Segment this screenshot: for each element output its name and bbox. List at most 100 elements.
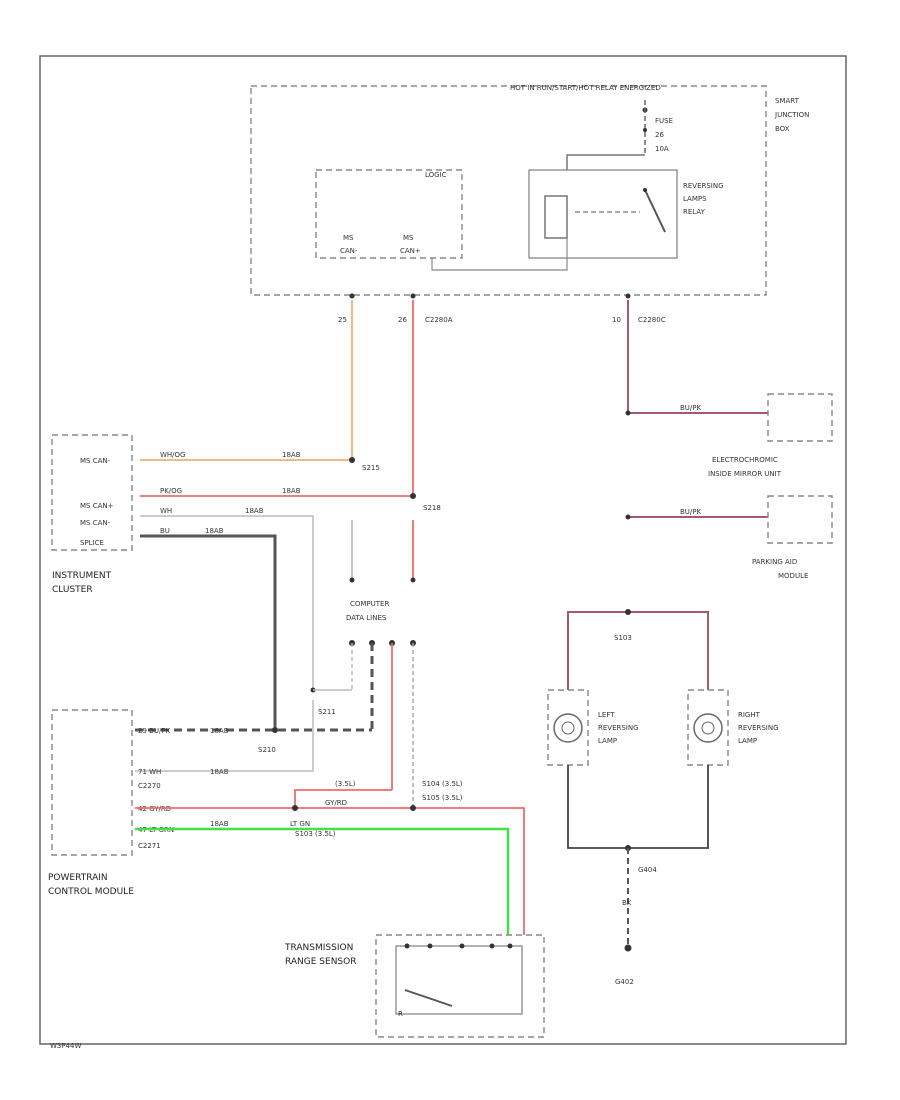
ground-dot bbox=[624, 944, 632, 952]
left-lamp-bulb bbox=[553, 713, 583, 743]
right-lamp-bulb bbox=[693, 713, 723, 743]
splice-note-1: (3.5L) bbox=[335, 780, 356, 788]
right-lamp-label-2: REVERSING bbox=[738, 724, 779, 732]
trs-r-label: R bbox=[398, 1010, 403, 1018]
wire-wh-og-label: WH/OG bbox=[160, 451, 185, 459]
trs-contact-2 bbox=[427, 943, 433, 949]
right-lamp-filament bbox=[701, 721, 715, 735]
sjb-label-3: BOX bbox=[775, 125, 790, 133]
s103-dot bbox=[625, 609, 631, 615]
s211-label: S211 bbox=[318, 708, 336, 716]
trs-contact-1 bbox=[404, 943, 410, 949]
park-aid-box bbox=[767, 495, 833, 544]
ms-can-label-3: MS bbox=[403, 234, 414, 242]
wire-pk-og-label: PK/OG bbox=[160, 487, 182, 495]
trs-label-1: TRANSMISSION bbox=[284, 943, 353, 953]
park-aid-label-1: PARKING AID bbox=[752, 558, 797, 566]
left-lamp-label-3: LAMP bbox=[598, 737, 617, 745]
s104-label: G404 bbox=[638, 866, 657, 874]
c2280a-label: C2280A bbox=[425, 316, 453, 324]
trs-label-2: RANGE SENSOR bbox=[285, 957, 356, 967]
s210-dot bbox=[272, 727, 278, 733]
wire-bu-pk-label-2: BU/PK bbox=[680, 508, 702, 516]
ic-pin-2: MS CAN+ bbox=[80, 502, 114, 510]
s218-dot bbox=[410, 493, 416, 499]
gy-rd-dot-2 bbox=[410, 805, 416, 811]
wire-bu-pk-label-1: BU/PK bbox=[680, 404, 702, 412]
splice-note-2: S104 (3.5L) bbox=[422, 780, 463, 788]
mirror-box bbox=[767, 393, 833, 442]
s210-label: S210 bbox=[258, 746, 276, 754]
ground-label: G402 bbox=[615, 978, 634, 986]
s215-label: S215 bbox=[362, 464, 380, 472]
gy-rd-wire bbox=[135, 807, 525, 935]
wire-size-2: 18AB bbox=[282, 487, 301, 495]
pcm-box bbox=[51, 709, 133, 856]
ic-pin-3: MS CAN- bbox=[80, 519, 111, 527]
instrument-cluster-label-1: INSTRUMENT bbox=[52, 571, 112, 581]
left-lamp-label-1: LEFT bbox=[598, 711, 615, 719]
park-aid-wire-dot bbox=[625, 514, 631, 520]
s218-label: S218 bbox=[423, 504, 441, 512]
wire-gy-rd-label: GY/RD bbox=[325, 799, 347, 807]
trs-inner bbox=[395, 945, 523, 1015]
reversing-lamps-relay bbox=[528, 169, 678, 259]
splice-note-3: S105 (3.5L) bbox=[422, 794, 463, 802]
logic-label: LOGIC bbox=[425, 171, 447, 179]
gy-rd-branch-wire bbox=[294, 789, 392, 808]
lamp-feed-wire bbox=[567, 611, 709, 690]
pcm-label-1: POWERTRAIN bbox=[48, 873, 108, 883]
pin-26-dot bbox=[410, 293, 416, 299]
s103-label: S103 bbox=[614, 634, 632, 642]
pcm-pin-2: 71 WH bbox=[138, 768, 161, 776]
pin-25-label: 25 bbox=[338, 316, 347, 324]
wire-size-3: 18AB bbox=[245, 507, 264, 515]
wire-size-7: 18AB bbox=[210, 820, 229, 828]
gy-rd-dot-1 bbox=[292, 805, 298, 811]
trs-switch bbox=[404, 989, 453, 1007]
can-minus-stub-dot bbox=[349, 577, 355, 583]
mirror-label-2: INSIDE MIRROR UNIT bbox=[708, 470, 782, 478]
footer-code: W3P44W bbox=[50, 1042, 82, 1050]
ic-wh-wire bbox=[140, 515, 314, 690]
pcm-pin-1: 29 BU/PK bbox=[138, 727, 171, 735]
mirror-wire-dot bbox=[625, 410, 631, 416]
relay-ground-wire bbox=[431, 238, 568, 271]
right-lamp-label-3: LAMP bbox=[738, 737, 757, 745]
pin-10-label: 10 bbox=[612, 316, 621, 324]
can-plus-stub-dot bbox=[410, 577, 416, 583]
mirror-label-1: ELECTROCHROMIC bbox=[712, 456, 778, 464]
sjb-label-2: JUNCTION bbox=[774, 111, 809, 119]
data-lines-label-1: COMPUTER bbox=[350, 600, 389, 608]
ic-pin-1: MS CAN- bbox=[80, 457, 111, 465]
relay-coil-wire bbox=[566, 154, 645, 170]
ms-can-label-2: CAN- bbox=[340, 247, 358, 255]
sjb-label-1: SMART bbox=[775, 97, 800, 105]
relay-header-label: HOT IN RUN/START/HOT RELAY ENERGIZED bbox=[510, 84, 661, 92]
ms-can-label-1: MS bbox=[343, 234, 354, 242]
wire-bu-label: BU bbox=[160, 527, 170, 535]
wire-wh-label: WH bbox=[160, 507, 172, 515]
splice-note-4: S103 (3.5L) bbox=[295, 830, 336, 838]
pcm-pin-3: 42 GY/RD bbox=[138, 805, 171, 813]
c2270-label: C2270 bbox=[138, 782, 161, 790]
can-minus-wire bbox=[140, 300, 353, 461]
instrument-cluster-label-2: CLUSTER bbox=[52, 585, 93, 595]
relay-contact-dot bbox=[643, 188, 647, 192]
trs-box bbox=[375, 934, 545, 1038]
fuse-mid-dot bbox=[643, 128, 647, 132]
pin-26-label: 26 bbox=[398, 316, 407, 324]
lt-gn-wire bbox=[135, 827, 510, 935]
s215-dot bbox=[349, 457, 355, 463]
relay-label-3: RELAY bbox=[683, 208, 706, 216]
right-lamp-label-1: RIGHT bbox=[738, 711, 761, 719]
relay-label-1: REVERSING bbox=[683, 182, 724, 190]
wire-bk-label: BK bbox=[622, 899, 632, 907]
trs-contact-4 bbox=[489, 943, 495, 949]
fuse-label-2: 26 bbox=[655, 131, 664, 139]
logic-box bbox=[315, 169, 463, 259]
ic-bu-wire bbox=[140, 534, 277, 730]
data-lines-label-2: DATA LINES bbox=[346, 614, 387, 622]
pcm-wh-wire bbox=[135, 700, 314, 772]
